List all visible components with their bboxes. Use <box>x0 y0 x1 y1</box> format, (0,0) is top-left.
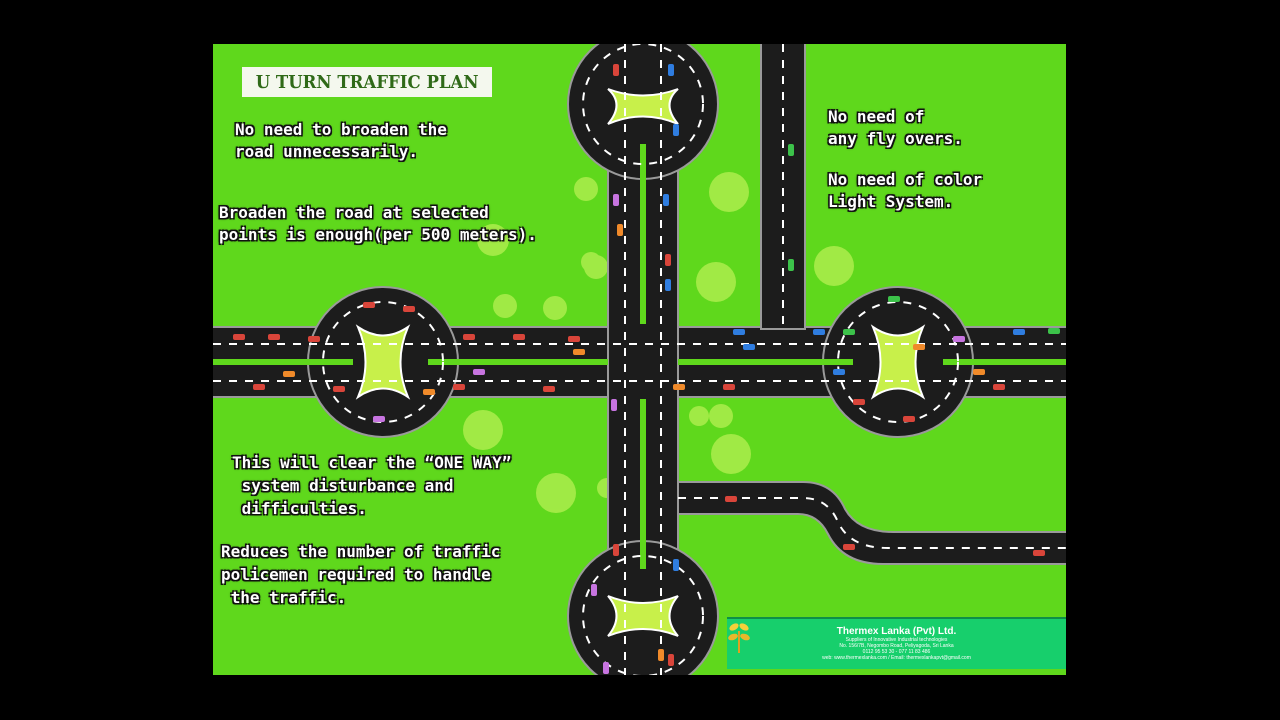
road-map <box>213 44 1066 675</box>
road-medians <box>213 144 1066 569</box>
company-address: No. 156/7B, Negombo Road, Peliyagoda, Sr… <box>839 643 954 649</box>
note-broaden-road: No need to broaden the road unnecessaril… <box>235 120 447 161</box>
bushes <box>463 172 854 513</box>
note-policemen: Reduces the number of traffic policemen … <box>221 542 501 607</box>
company-web: web: www.thermexlanka.com / Email: therm… <box>822 655 971 661</box>
company-banner: Thermex Lanka (Pvt) Ltd. Suppliers of In… <box>727 617 1066 669</box>
note-one-way: This will clear the “ONE WAY” system dis… <box>232 453 512 518</box>
company-phone: 0112 95 53 30 - 077 11 83 486 <box>862 649 931 655</box>
note-selected-points: Broaden the road at selected points is e… <box>219 203 537 244</box>
page-title: U TURN TRAFFIC PLAN <box>255 71 479 93</box>
title-banner: U TURN TRAFFIC PLAN <box>242 67 492 97</box>
leaf-logo-icon <box>728 623 750 653</box>
company-name: Thermex Lanka (Pvt) Ltd. <box>836 626 957 637</box>
lane-markings <box>213 44 1066 675</box>
note-flyovers: No need of any fly overs. <box>828 107 963 148</box>
vehicles <box>233 64 1060 674</box>
company-tagline: Suppliers of Innovative Industrial techn… <box>845 637 948 643</box>
note-light-system: No need of color Light System. <box>828 170 983 211</box>
traffic-plan-diagram: U TURN TRAFFIC PLAN No need to broaden t… <box>213 44 1066 675</box>
